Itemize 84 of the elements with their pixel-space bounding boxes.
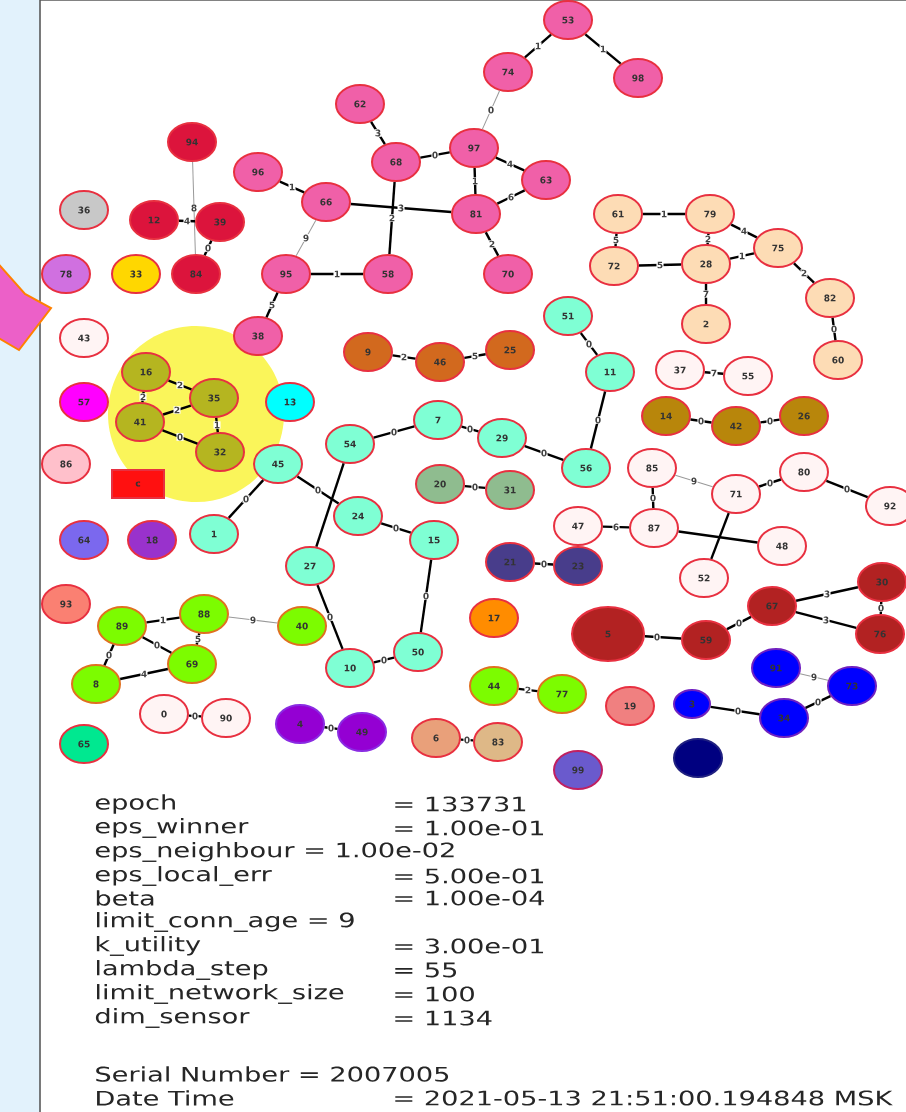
edge-line bbox=[388, 181, 396, 255]
edge-line bbox=[419, 559, 433, 633]
edge-line bbox=[729, 252, 755, 260]
edge-line bbox=[481, 90, 501, 130]
parameter-text: limit_network_size bbox=[96, 984, 344, 1004]
edge-line bbox=[227, 479, 265, 519]
edge-line bbox=[524, 445, 564, 461]
edge-line bbox=[799, 673, 829, 681]
parameter-text: = 5.00e-01 bbox=[395, 868, 543, 884]
parameter-text: = 1.00e-04 bbox=[395, 890, 544, 906]
edge-line bbox=[295, 219, 317, 257]
edge-line bbox=[380, 522, 412, 534]
edge-line bbox=[311, 272, 363, 276]
edge-line bbox=[350, 202, 452, 214]
edge-line bbox=[805, 695, 831, 709]
edge-line bbox=[119, 667, 169, 681]
parameter-text: limit_conn_age = 9 bbox=[96, 912, 354, 932]
edge-line bbox=[192, 161, 196, 255]
edge-line bbox=[704, 284, 708, 304]
edge-line bbox=[638, 263, 682, 267]
parameter-text: dim_sensor bbox=[95, 1008, 250, 1028]
edge-line bbox=[602, 525, 630, 529]
parameter-text: = 1.00e-01 bbox=[395, 820, 543, 836]
edge-line bbox=[316, 584, 344, 650]
edge-line bbox=[651, 487, 655, 509]
edge-line bbox=[584, 33, 622, 65]
edge-line bbox=[142, 636, 172, 654]
edge-line bbox=[495, 156, 525, 172]
edge-line bbox=[589, 391, 607, 449]
parameter-text: = 133731 bbox=[395, 796, 526, 812]
node-circle bbox=[673, 738, 723, 778]
edge-line bbox=[370, 121, 386, 145]
edge-line bbox=[793, 262, 815, 284]
parameter-text: eps_winner bbox=[95, 818, 249, 838]
parameter-text: k_utility bbox=[96, 936, 201, 956]
parameter-text: eps_local_err bbox=[95, 866, 272, 886]
edge-line bbox=[265, 292, 279, 318]
edge-line bbox=[726, 615, 752, 631]
parameter-text: = 3.00e-01 bbox=[395, 938, 543, 954]
edge-line bbox=[484, 231, 500, 257]
parameter-text: Serial Number = 2007005 bbox=[96, 1066, 449, 1082]
edge-line bbox=[674, 474, 714, 488]
edge-line bbox=[795, 611, 857, 629]
parameter-text: eps_neighbour = 1.00e-02 bbox=[95, 842, 454, 862]
edge-line bbox=[279, 180, 305, 194]
edge-line bbox=[710, 705, 760, 716]
edge-line bbox=[464, 353, 486, 359]
edge-line bbox=[795, 586, 859, 602]
parameter-text: = 2021-05-13 21:51:00.194848 MSK bbox=[395, 1090, 893, 1106]
edge-line bbox=[103, 644, 115, 666]
edge-line bbox=[704, 371, 724, 375]
edge-line bbox=[760, 418, 780, 424]
parameter-text: = 55 bbox=[395, 962, 457, 978]
parameter-text: lambda_step bbox=[96, 960, 268, 980]
edge-line bbox=[825, 479, 869, 499]
edge-line bbox=[518, 687, 538, 693]
edge-line bbox=[644, 635, 682, 640]
parameter-text: = 100 bbox=[395, 986, 474, 1002]
edge-line bbox=[373, 425, 415, 439]
edge-line bbox=[162, 429, 198, 445]
edge-line bbox=[296, 475, 340, 505]
edge-line bbox=[690, 418, 712, 424]
edge-line bbox=[162, 404, 192, 416]
edge-line bbox=[464, 484, 486, 490]
edge-line bbox=[643, 212, 685, 216]
edge-line bbox=[420, 151, 450, 159]
parameter-text: beta bbox=[96, 890, 154, 906]
edge-line bbox=[168, 379, 192, 391]
edge-line bbox=[524, 33, 552, 59]
parameter-text: Date Time bbox=[97, 1090, 234, 1106]
edge-line bbox=[373, 656, 395, 664]
edge-line bbox=[579, 332, 599, 356]
edge-line bbox=[678, 530, 758, 544]
parameter-text: = 1134 bbox=[395, 1010, 492, 1026]
edge-line bbox=[315, 462, 345, 548]
edge-line bbox=[730, 223, 758, 239]
edge-line bbox=[473, 167, 477, 195]
parameter-text: epoch bbox=[95, 794, 175, 814]
edge-line bbox=[710, 512, 730, 560]
edge-line bbox=[496, 189, 526, 205]
edge-line bbox=[534, 562, 554, 566]
edge-line bbox=[831, 317, 837, 341]
edge-line bbox=[146, 616, 180, 624]
edge-line bbox=[758, 478, 782, 488]
